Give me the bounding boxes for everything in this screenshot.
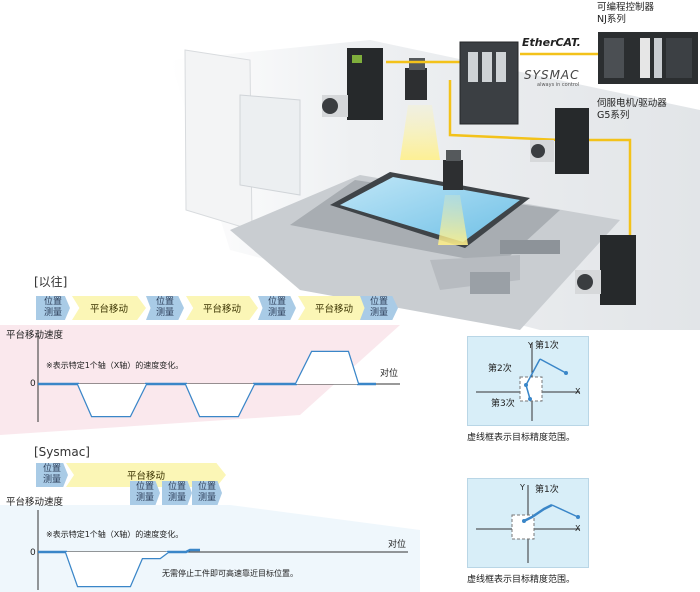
old-chart-ylabel: 平台移动速度 xyxy=(6,330,64,341)
new-seq-move-text: 平台移动 xyxy=(126,471,165,482)
new-seq-measure-top-text: 位置 测量 xyxy=(42,464,61,485)
new-panel-axis-x: X xyxy=(575,524,581,533)
old-target-panel xyxy=(467,336,589,426)
old-seq-measure-2-text: 位置 测量 xyxy=(155,297,174,318)
ethercat-logo: EtherCAT. xyxy=(522,36,581,49)
new-speed-chart xyxy=(37,510,408,590)
new-panel-axis-y: Y xyxy=(520,483,525,492)
controller-label-line1: 可编程控制器 xyxy=(597,2,655,13)
servo-label-line2: G5系列 xyxy=(597,110,630,121)
old-chart-note: ※表示特定1个轴（X轴）的速度变化。 xyxy=(46,361,184,370)
new-seq-measure-sub-2: 位置 测量 xyxy=(162,481,192,505)
new-seq-measure-top: 位置 测量 xyxy=(36,463,68,487)
new-chart-note: ※表示特定1个轴（X轴）的速度变化。 xyxy=(46,530,184,539)
old-chart-zero: 0 xyxy=(30,379,36,389)
old-seq-move-1-text: 平台移动 xyxy=(89,304,128,315)
new-seq-measure-sub-1: 位置 测量 xyxy=(130,481,160,505)
new-panel-label-1: 第1次 xyxy=(535,485,559,495)
old-section-title: [以往] xyxy=(34,275,68,289)
old-sequence: 位置 测量 平台移动 位置 测量 平台移动 位置 测量 平台移动 位置 测量 xyxy=(36,296,398,324)
sysmac-tagline: always in control xyxy=(537,82,580,88)
new-seq-measure-sub-1-text: 位置 测量 xyxy=(135,482,154,503)
old-panel-drawing xyxy=(476,343,580,421)
old-seq-move-3-text: 平台移动 xyxy=(314,304,353,315)
new-section-title: [Sysmac] xyxy=(34,445,90,459)
old-seq-measure-4: 位置 测量 xyxy=(360,296,398,320)
new-seq-measure-sub-3: 位置 测量 xyxy=(192,481,222,505)
new-chart-xlabel: 对位 xyxy=(388,540,407,550)
new-bottom-note: 无需停止工件即可高速靠近目标位置。 xyxy=(162,569,298,578)
old-panel-label-2: 第2次 xyxy=(488,364,512,374)
old-dip-1 xyxy=(78,384,146,416)
controller-label: 可编程控制器 NJ系列 xyxy=(597,2,654,26)
controller-label-line2: NJ系列 xyxy=(597,14,626,25)
new-chart-ylabel: 平台移动速度 xyxy=(6,497,64,508)
new-sequence: 位置 测量 平台移动 位置 测量 位置 测量 位置 测量 xyxy=(36,463,236,508)
old-seq-measure-1: 位置 测量 xyxy=(36,296,70,320)
servo-label: 伺服电机/驱动器 G5系列 xyxy=(597,98,667,122)
old-seq-move-2-text: 平台移动 xyxy=(202,304,241,315)
new-dip xyxy=(66,552,168,586)
old-dip-2 xyxy=(186,384,254,416)
old-chart-xlabel: 对位 xyxy=(380,369,399,379)
old-panel-axis-y: Y xyxy=(528,341,533,350)
old-seq-move-1: 平台移动 xyxy=(72,296,146,320)
old-panel-label-1: 第1次 xyxy=(535,341,559,351)
old-seq-measure-1-text: 位置 测量 xyxy=(43,297,62,318)
old-seq-move-2: 平台移动 xyxy=(186,296,258,320)
new-chart-zero: 0 xyxy=(30,548,36,558)
old-panel-caption: 虚线框表示目标精度范围。 xyxy=(467,433,576,443)
new-seq-measure-sub-2-text: 位置 测量 xyxy=(167,482,186,503)
old-panel-axis-x: X xyxy=(575,387,581,396)
servo-label-line1: 伺服电机/驱动器 xyxy=(597,98,667,109)
old-panel-label-3: 第3次 xyxy=(491,399,515,409)
old-seq-measure-4-text: 位置 测量 xyxy=(369,297,388,318)
sysmac-logo: SYSMAC xyxy=(524,68,580,82)
new-seq-measure-sub-3-text: 位置 测量 xyxy=(197,482,216,503)
old-speed-chart xyxy=(37,330,400,422)
old-seq-measure-2: 位置 测量 xyxy=(146,296,184,320)
old-seq-move-3: 平台移动 xyxy=(298,296,370,320)
old-peak xyxy=(296,352,358,384)
new-target-panel xyxy=(467,478,589,568)
old-seq-measure-3: 位置 测量 xyxy=(258,296,296,320)
new-panel-caption: 虚线框表示目标精度范围。 xyxy=(467,575,576,585)
new-panel-drawing xyxy=(476,485,580,563)
old-seq-measure-3-text: 位置 测量 xyxy=(267,297,286,318)
machine-illustration xyxy=(170,32,700,330)
